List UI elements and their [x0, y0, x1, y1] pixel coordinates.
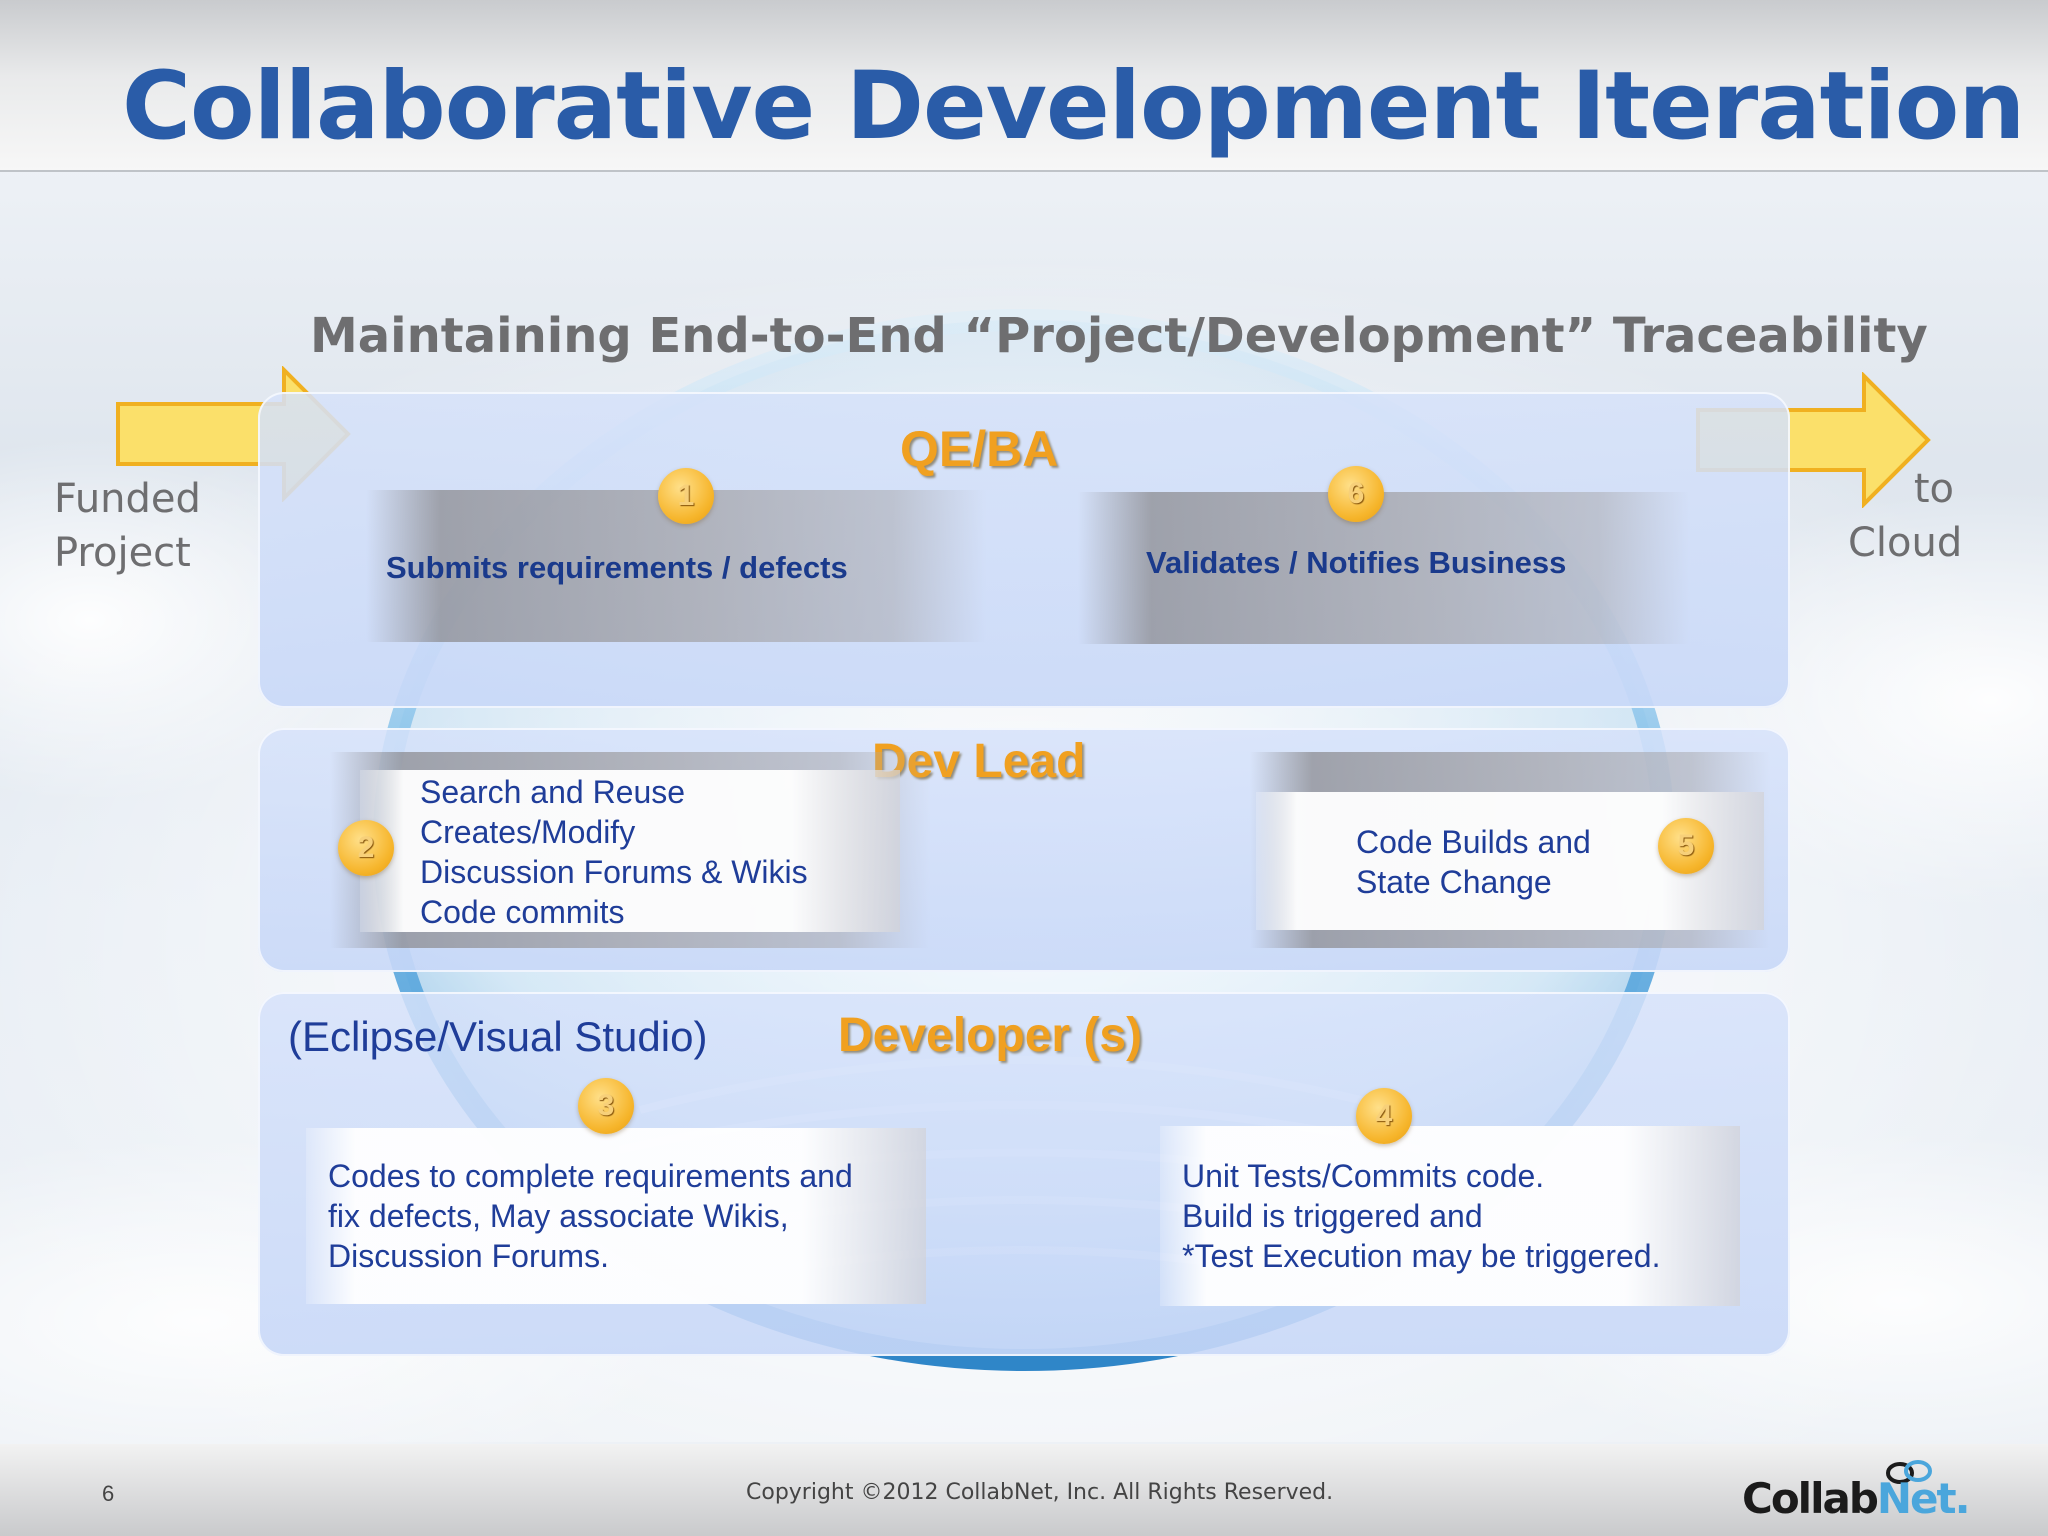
task-card-step4 [1160, 1126, 1740, 1306]
step5-line2: State Change [1356, 864, 1552, 900]
collabnet-logo: CollabNet. [1742, 1458, 1971, 1524]
logo-text-net: Net. [1876, 1474, 1971, 1523]
step2-line4: Code commits [420, 894, 625, 930]
step6-text: Validates / Notifies Business [1146, 545, 1567, 580]
slide-footer [0, 1444, 2048, 1536]
step4-line3: *Test Execution may be triggered. [1182, 1238, 1661, 1274]
task-card-step6 [1078, 492, 1690, 644]
funded-project-label: Funded Project [54, 472, 201, 580]
funded-label-line2: Project [54, 530, 191, 576]
step-badge-4: 4 [1356, 1088, 1412, 1144]
cloud-label-line2: Cloud [1848, 520, 1963, 566]
slide-title: Collaborative Development Iteration [122, 52, 2025, 161]
ide-label: (Eclipse/Visual Studio) [288, 1013, 708, 1060]
step2-lines: Search and Reuse Creates/Modify Discussi… [420, 772, 808, 932]
step2-line1: Search and Reuse [420, 774, 686, 810]
to-cloud-label: to Cloud [1848, 462, 1963, 570]
step4-line1: Unit Tests/Commits code. [1182, 1158, 1545, 1194]
step3-lines: Codes to complete requirements and fix d… [328, 1156, 853, 1276]
step1-text: Submits requirements / defects [386, 550, 848, 585]
step-badge-6: 6 [1328, 466, 1384, 522]
step-badge-1: 1 [658, 468, 714, 524]
logo-text-collab: Collab [1742, 1474, 1879, 1523]
copyright-text: Copyright ©2012 CollabNet, Inc. All Righ… [746, 1480, 1334, 1505]
task-card-step3 [306, 1128, 926, 1304]
funded-label-line1: Funded [54, 476, 201, 522]
step2-line3: Discussion Forums & Wikis [420, 854, 808, 890]
step5-line1: Code Builds and [1356, 824, 1591, 860]
slide-header [0, 0, 2048, 172]
step2-line2: Creates/Modify [420, 814, 636, 850]
step3-line2: fix defects, May associate Wikis, [328, 1198, 789, 1234]
step-badge-2: 2 [338, 820, 394, 876]
step4-line2: Build is triggered and [1182, 1198, 1483, 1234]
step3-line1: Codes to complete requirements and [328, 1158, 853, 1194]
cloud-label-line1: to [1913, 466, 1954, 512]
step-badge-3: 3 [578, 1078, 634, 1134]
step4-lines: Unit Tests/Commits code. Build is trigge… [1182, 1156, 1660, 1276]
slide-subtitle: Maintaining End-to-End “Project/Developm… [310, 308, 1928, 364]
logo-loop-icon [1886, 1460, 1932, 1484]
step3-line3: Discussion Forums. [328, 1238, 609, 1274]
task-card-step2 [360, 770, 900, 932]
page-number: 6 [102, 1481, 115, 1506]
lane-title-qe-ba: QE/BA [900, 421, 1059, 477]
step-badge-5: 5 [1658, 818, 1714, 874]
lane-title-developer: Developer (s) [838, 1009, 1143, 1062]
step5-lines: Code Builds and State Change [1356, 822, 1591, 902]
